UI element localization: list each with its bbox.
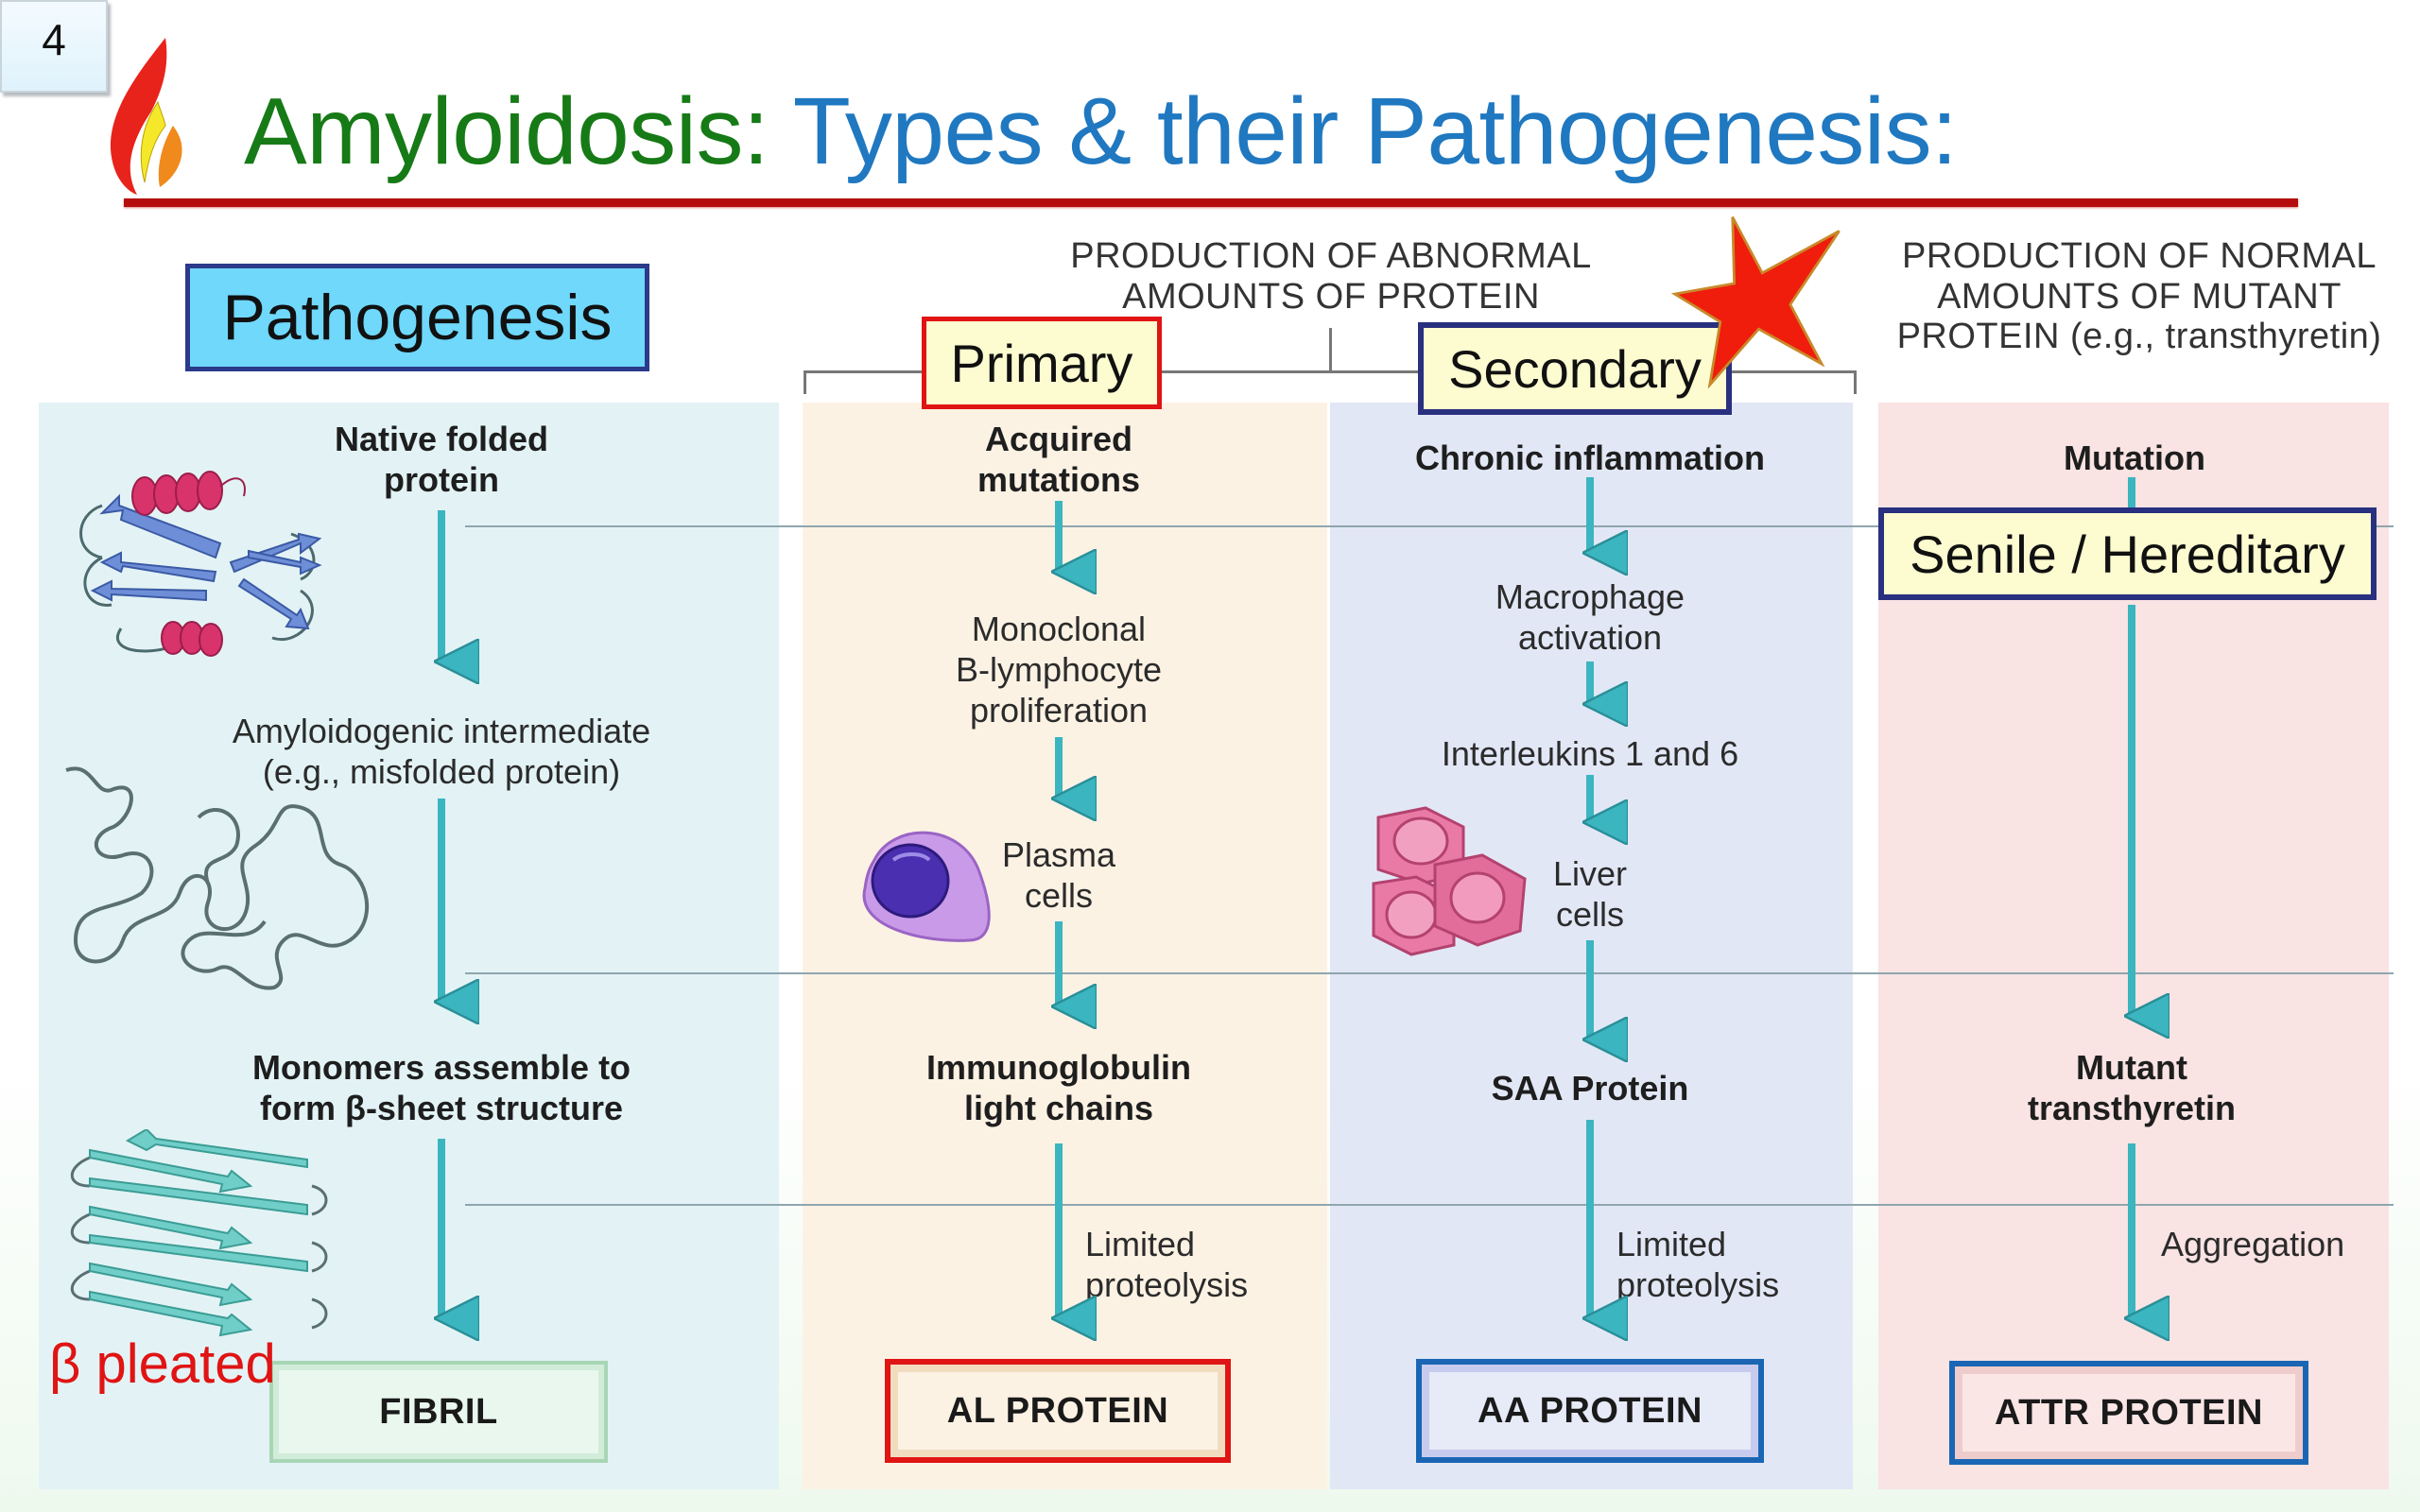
intermediate-line2: (e.g., misfolded protein) <box>262 752 621 792</box>
normal-header-line3: PROTEIN (e.g., transthyretin) <box>1896 317 2382 357</box>
misfolded-protein-illustration <box>65 766 369 990</box>
plasma-cells-label: Plasma cells <box>1002 834 1115 916</box>
liver-line2: cells <box>1555 895 1625 935</box>
monomers-assemble-label: Monomers assemble to form β-sheet struct… <box>252 1047 631 1128</box>
acquired-line2: mutations <box>977 460 1141 500</box>
immunoglobulin-line2: light chains <box>963 1089 1154 1128</box>
chronic-inflammation-label: Chronic inflammation <box>1414 438 1766 477</box>
abnormal-header-line1: PRODUCTION OF ABNORMAL <box>1070 236 1592 276</box>
row-divider-3 <box>465 1204 2394 1206</box>
beta-sheet-illustration <box>70 1129 328 1337</box>
secondary-limited-proteolysis-label: Limited proteolysis <box>1616 1224 1779 1305</box>
native-line1: Native folded <box>334 420 549 458</box>
plasma-line2: cells <box>1024 876 1094 916</box>
senile-hereditary-label-box: Senile / Hereditary <box>1878 507 2377 600</box>
liver-line1: Liver <box>1552 854 1628 893</box>
immunoglobulin-line1: Immunoglobulin <box>926 1048 1191 1087</box>
senile-hereditary-label: Senile / Hereditary <box>1910 524 2345 584</box>
primary-process-line1: Limited <box>1085 1225 1196 1263</box>
row-divider-1 <box>465 525 2394 527</box>
primary-process-line2: proteolysis <box>1085 1265 1249 1305</box>
mutant-line2: transthyretin <box>2027 1089 2237 1128</box>
fibril-box: FIBRIL <box>269 1361 608 1463</box>
monomers-line2: form β-sheet structure <box>259 1089 624 1128</box>
plasma-line1: Plasma <box>1001 835 1116 874</box>
mutation-label: Mutation <box>2064 438 2205 477</box>
acquired-mutations-label: Acquired mutations <box>977 419 1140 500</box>
liver-cells-icon <box>1372 806 1527 956</box>
bracket-stem <box>1329 328 1332 370</box>
immunoglobulin-light-chains-label: Immunoglobulin light chains <box>926 1047 1191 1128</box>
liver-cells-label: Liver cells <box>1553 853 1627 935</box>
star-icon <box>1671 216 1841 388</box>
primary-limited-proteolysis-label: Limited proteolysis <box>1085 1224 1248 1305</box>
abnormal-amounts-header: PRODUCTION OF ABNORMAL AMOUNTS OF PROTEI… <box>1070 236 1592 317</box>
aggregation-label: Aggregation <box>2161 1225 2345 1263</box>
pathogenesis-label-box: Pathogenesis <box>185 264 649 371</box>
macrophage-activation-label: Macrophage activation <box>1495 576 1685 658</box>
macrophage-line2: activation <box>1517 618 1663 658</box>
attr-protein-label: ATTR PROTEIN <box>1995 1392 2263 1433</box>
native-line2: protein <box>383 460 499 500</box>
monoclonal-line2: B-lymphocyte <box>955 650 1163 690</box>
title-blue-part: Types & their Pathogenesis: <box>792 78 1958 184</box>
native-folded-protein-label: Native folded protein <box>335 419 548 500</box>
attr-protein-box: ATTR PROTEIN <box>1949 1361 2308 1465</box>
monoclonal-proliferation-label: Monoclonal B-lymphocyte proliferation <box>956 609 1162 731</box>
fibril-label: FIBRIL <box>379 1391 498 1432</box>
native-protein-illustration <box>79 471 322 657</box>
secondary-process-line2: proteolysis <box>1616 1265 1780 1305</box>
al-protein-label: AL PROTEIN <box>946 1390 1169 1431</box>
intermediate-line1: Amyloidogenic intermediate <box>232 712 651 750</box>
mutant-line1: Mutant <box>2076 1048 2187 1087</box>
secondary-label: Secondary <box>1448 338 1702 399</box>
primary-label-box: Primary <box>922 317 1162 409</box>
monoclonal-line3: proliferation <box>969 691 1149 730</box>
secondary-process-line1: Limited <box>1616 1225 1727 1263</box>
aa-protein-label: AA PROTEIN <box>1478 1390 1703 1431</box>
title-green-part: Amyloidosis: <box>244 78 793 184</box>
abnormal-amounts-bracket <box>804 370 1857 394</box>
row-divider-2 <box>465 972 2394 974</box>
saa-protein-label: SAA Protein <box>1491 1069 1689 1108</box>
monomers-line1: Monomers assemble to <box>251 1048 631 1087</box>
plasma-cell-icon <box>862 831 991 942</box>
al-protein-box: AL PROTEIN <box>885 1359 1231 1463</box>
slide-title: Amyloidosis: Types & their Pathogenesis: <box>244 77 1958 186</box>
acquired-line1: Acquired <box>984 420 1133 458</box>
primary-label: Primary <box>950 333 1133 393</box>
aa-protein-box: AA PROTEIN <box>1416 1359 1764 1463</box>
normal-header-line2: AMOUNTS OF MUTANT <box>1937 276 2342 317</box>
normal-header-line1: PRODUCTION OF NORMAL <box>1902 236 2377 276</box>
secondary-label-box: Secondary <box>1418 322 1732 415</box>
mutant-transthyretin-label: Mutant transthyretin <box>2028 1047 2236 1128</box>
macrophage-line1: Macrophage <box>1495 577 1685 616</box>
panel-primary <box>803 403 1327 1489</box>
slide-number-text: 4 <box>42 15 66 64</box>
beta-pleated-annotation: β pleated <box>49 1333 276 1395</box>
title-underline <box>124 198 2298 207</box>
amyloidogenic-intermediate-label: Amyloidogenic intermediate (e.g., misfol… <box>233 711 650 792</box>
pathogenesis-label: Pathogenesis <box>222 282 613 353</box>
interleukins-label: Interleukins 1 and 6 <box>1441 734 1739 773</box>
flame-logo-icon <box>110 38 182 195</box>
abnormal-header-line2: AMOUNTS OF PROTEIN <box>1122 276 1540 317</box>
normal-amounts-header: PRODUCTION OF NORMAL AMOUNTS OF MUTANT P… <box>1897 236 2382 357</box>
monoclonal-line1: Monoclonal <box>971 610 1147 648</box>
slide-number: 4 <box>0 0 108 93</box>
